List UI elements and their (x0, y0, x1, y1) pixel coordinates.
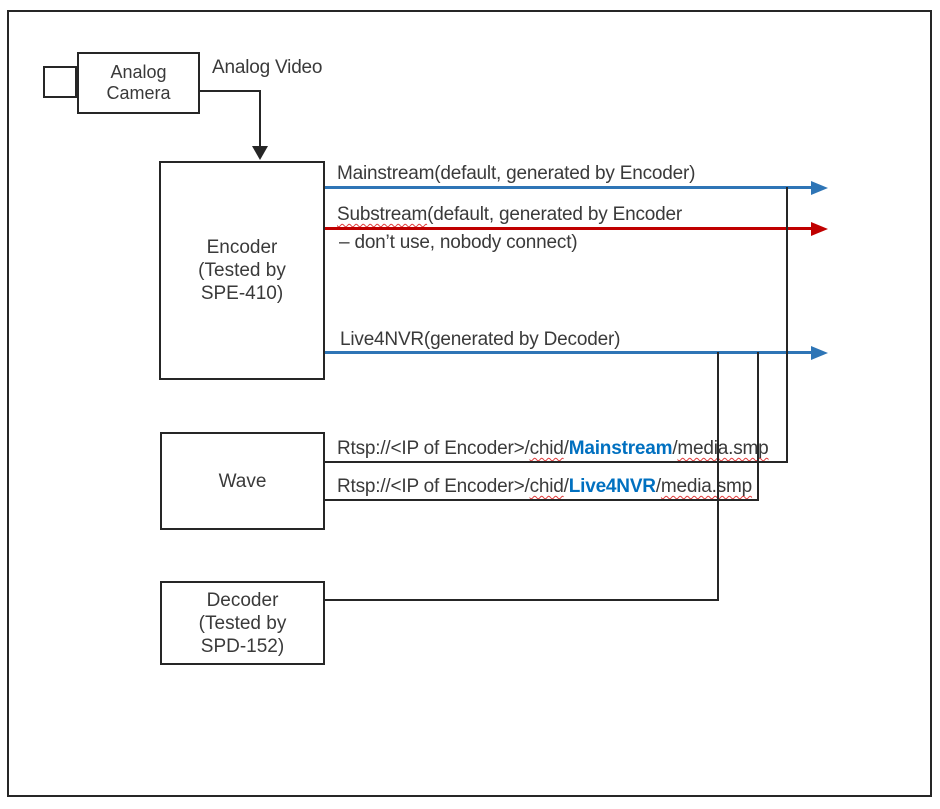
camera-connector-horizontal-line (199, 90, 261, 92)
camera-lens-shape (43, 66, 77, 98)
arrow-right-icon (811, 346, 828, 360)
analog-camera-label-line2: Camera (106, 83, 171, 103)
mainstream-to-rtsp1-vertical-line (786, 187, 788, 463)
decoder-connector-line (325, 599, 719, 601)
rtsp-url-mainstream: Rtsp://<IP of Encoder>/chid/Mainstream/m… (337, 438, 769, 460)
rtsp1-sep2: / (672, 438, 678, 459)
analog-video-label: Analog Video (212, 57, 323, 78)
wave-live4nvr-connector-line (325, 499, 759, 501)
rtsp2-file: media.smp (660, 476, 753, 497)
rtsp2-prefix: Rtsp://<IP of Encoder>/ (337, 476, 530, 497)
live4nvr-label: Live4NVR(generated by Decoder) (340, 329, 621, 350)
live4nvr-to-decoder-vertical-line (717, 352, 719, 601)
arrow-right-icon (811, 181, 828, 195)
rtsp2-chid: chid (529, 476, 564, 497)
substream-rest: (default, generated by Encoder (427, 204, 682, 225)
wave-box: Wave (160, 432, 325, 530)
analog-camera-label-line1: Analog (110, 62, 167, 82)
arrow-right-icon (811, 222, 828, 236)
substream-line (325, 227, 812, 230)
diagram-border (7, 10, 932, 797)
rtsp2-stream-keyword: Live4NVR (568, 476, 656, 497)
decoder-box: Decoder (Tested by SPD-152) (160, 581, 325, 665)
rtsp1-chid: chid (529, 438, 564, 459)
arrow-down-icon (252, 146, 268, 160)
rtsp1-sep1: / (563, 438, 569, 459)
decoder-label-line1: Decoder (206, 589, 279, 611)
live4nvr-to-rtsp2-vertical-line (757, 352, 759, 501)
decoder-label-line3: SPD-152) (200, 635, 285, 657)
camera-connector-vertical-line (259, 90, 261, 146)
live4nvr-line (325, 351, 812, 354)
substream-label-line2: – don’t use, nobody connect) (339, 232, 578, 253)
rtsp1-file: media.smp (677, 438, 769, 459)
mainstream-line (325, 186, 812, 189)
mainstream-label: Mainstream(default, generated by Encoder… (337, 163, 696, 184)
wave-mainstream-connector-line (325, 461, 788, 463)
rtsp-url-live4nvr: Rtsp://<IP of Encoder>/chid/Live4NVR/med… (337, 476, 752, 498)
rtsp2-sep2: / (655, 476, 661, 497)
encoder-label-line2: (Tested by (198, 260, 286, 281)
substream-word: Substream (337, 204, 428, 225)
rtsp2-sep1: / (563, 476, 569, 497)
rtsp1-prefix: Rtsp://<IP of Encoder>/ (337, 438, 530, 459)
decoder-label-line2: (Tested by (198, 612, 287, 634)
wave-label: Wave (218, 470, 267, 492)
substream-label-line1: Substream(default, generated by Encoder (337, 204, 682, 226)
rtsp1-stream-keyword: Mainstream (568, 438, 673, 459)
encoder-label-line1: Encoder (206, 237, 278, 258)
analog-camera-box: Analog Camera (77, 52, 200, 114)
encoder-box: Encoder (Tested by SPE-410) (159, 161, 325, 380)
encoder-label-line3: SPE-410) (200, 283, 284, 304)
